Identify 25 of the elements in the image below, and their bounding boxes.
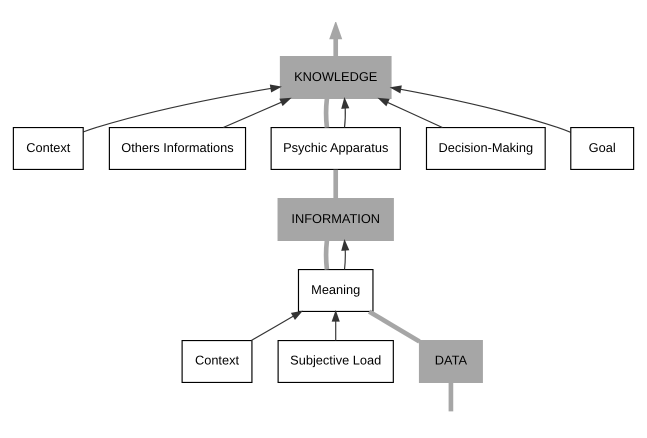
node-box: Others Informations [108, 126, 246, 170]
node-box: Meaning [298, 268, 374, 312]
node-box: Decision-Making [426, 126, 546, 170]
arrow [251, 310, 303, 340]
arrow [377, 97, 443, 128]
node-box: DATA [418, 339, 483, 382]
node-box: Psychic Apparatus [270, 126, 401, 170]
arrow [341, 238, 350, 270]
connector [448, 382, 454, 411]
arrow [223, 97, 292, 128]
node-box: KNOWLEDGE [280, 56, 392, 99]
node-box: Goal [570, 126, 634, 170]
arrow [390, 84, 571, 132]
connector [368, 309, 421, 344]
arrow [83, 84, 282, 132]
node-box: Context [12, 126, 84, 170]
node-box: Subjective Load [278, 339, 394, 382]
arrow [341, 96, 350, 128]
arrow [329, 22, 342, 56]
node-box: Context [182, 339, 253, 382]
connector [333, 169, 338, 198]
node-box: INFORMATION [278, 197, 394, 241]
arrow [332, 309, 340, 340]
connector [324, 98, 330, 128]
connector [324, 240, 330, 270]
